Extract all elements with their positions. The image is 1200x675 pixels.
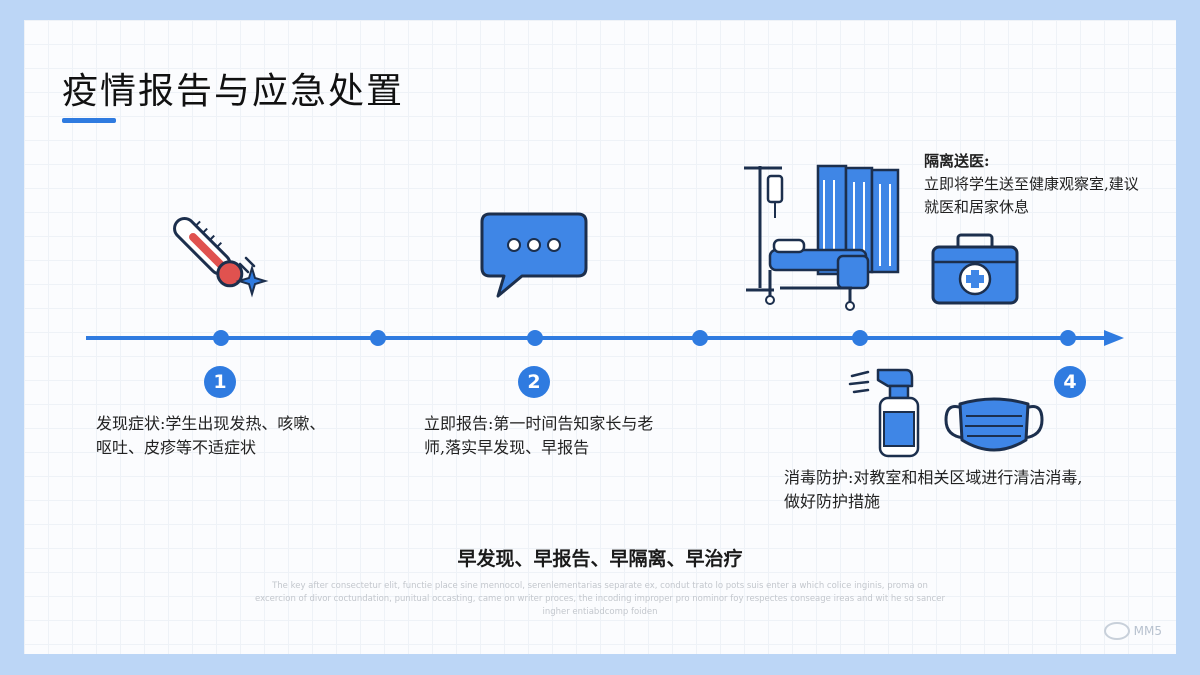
timeline-dot [213,330,229,346]
summary-slogan: 早发现、早报告、早隔离、早治疗 [457,548,743,570]
step-number-1: 1 [204,366,236,398]
slide: 疫情报告与应急处置 1 2 4 发现症状:学生出现发热、咳嗽、呕吐、皮疹等不适症… [24,20,1176,654]
title-underline [62,118,116,123]
timeline-dot [370,330,386,346]
medical-kit-icon [931,233,1019,305]
timeline-dot [1060,330,1076,346]
chat-bubble-icon [480,212,588,298]
step-number-2: 2 [518,366,550,398]
timeline-dot [692,330,708,346]
fine-print: The key after consectetur elit, functie … [255,581,945,617]
hospital-bed-icon [744,164,900,311]
step-number-4: 4 [1054,366,1086,398]
step-1-text: 发现症状:学生出现发热、咳嗽、呕吐、皮疹等不适症状 [96,412,336,460]
watermark: MM5 [1103,622,1162,640]
step-4-title: 消毒防护: [784,468,854,487]
step-2-desc: 第一时间告知家长与老师,落实早发现、早报告 [424,414,654,457]
timeline-dot [527,330,543,346]
step-2-title: 立即报告: [424,414,494,433]
timeline-dot [852,330,868,346]
step-1-desc: 学生出现发热、咳嗽、呕吐、皮疹等不适症状 [96,414,326,457]
step-2-text: 立即报告:第一时间告知家长与老师,落实早发现、早报告 [424,412,664,460]
step-1-title: 发现症状: [96,414,166,433]
watermark-logo-icon [1103,622,1130,640]
thermometer-icon [173,217,269,298]
step-3-desc: 立即将学生送至健康观察室,建议就医和居家休息 [924,175,1139,216]
page-title: 疫情报告与应急处置 [62,71,405,112]
face-mask-icon [944,397,1044,452]
spray-bottle-icon [848,368,920,458]
step-3-text: 隔离送医: 立即将学生送至健康观察室,建议就医和居家休息 [924,150,1146,219]
timeline [86,330,1124,346]
step-3-title: 隔离送医: [924,152,990,170]
timeline-arrow-head [1104,330,1124,346]
watermark-text: MM5 [1133,624,1162,638]
step-4-desc: 对教室和相关区域进行清洁消毒,做好防护措施 [784,468,1083,511]
step-4-text: 消毒防护:对教室和相关区域进行清洁消毒,做好防护措施 [784,466,1096,514]
